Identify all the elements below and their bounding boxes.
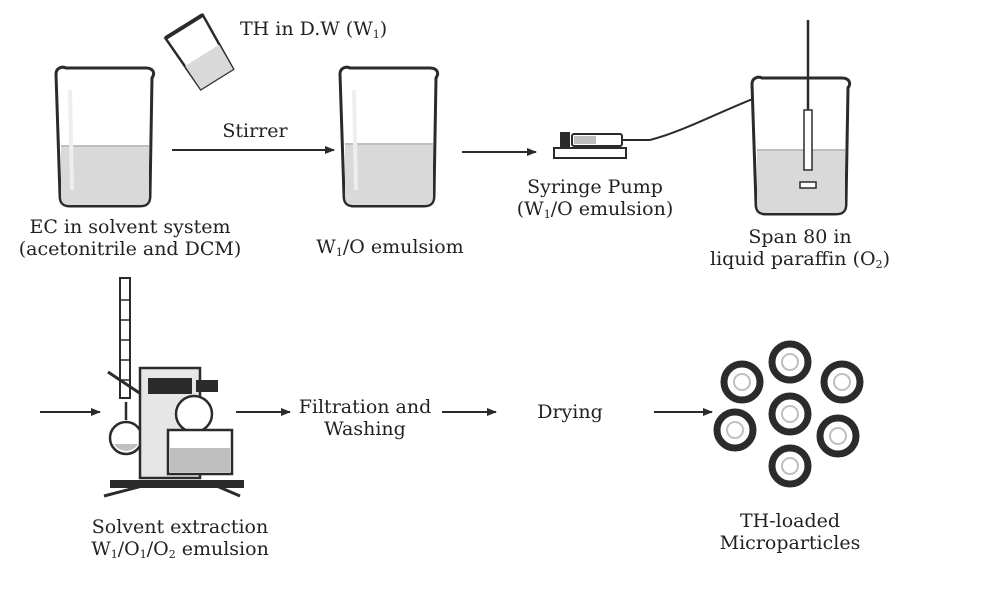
particle bbox=[713, 408, 757, 452]
drying-label: Drying bbox=[537, 401, 603, 423]
syringe-pump bbox=[553, 84, 809, 159]
stirrer-label: Stirrer bbox=[222, 120, 288, 142]
filtration-label: Filtration and Washing bbox=[298, 396, 432, 440]
beaker-ec-solvent bbox=[54, 65, 156, 208]
outer-phase-label: Span 80 in liquid paraffin (O2) bbox=[710, 226, 890, 271]
particle bbox=[768, 340, 812, 384]
syringe-pump-label: Syringe Pump (W1/O emulsion) bbox=[516, 176, 674, 221]
particle bbox=[768, 444, 812, 488]
beaker-outer-phase bbox=[750, 20, 852, 216]
beaker-primary-emulsion bbox=[338, 65, 440, 208]
pouring-beaker bbox=[163, 13, 235, 91]
particle bbox=[820, 360, 864, 404]
microparticles bbox=[713, 340, 864, 488]
primary-emulsion-label: W1/O emulsiom bbox=[316, 236, 464, 259]
particle bbox=[720, 360, 764, 404]
solvent-extraction-label: Solvent extraction W1/O1/O2 emulsion bbox=[91, 516, 269, 561]
product-label: TH-loaded Microparticles bbox=[719, 510, 861, 554]
particle bbox=[768, 392, 812, 436]
rotary-evaporator bbox=[103, 277, 244, 498]
particle bbox=[816, 414, 860, 458]
water-phase-label: TH in D.W (W1) bbox=[240, 18, 388, 41]
beaker-ec-label: EC in solvent system (acetonitrile and D… bbox=[18, 216, 242, 260]
